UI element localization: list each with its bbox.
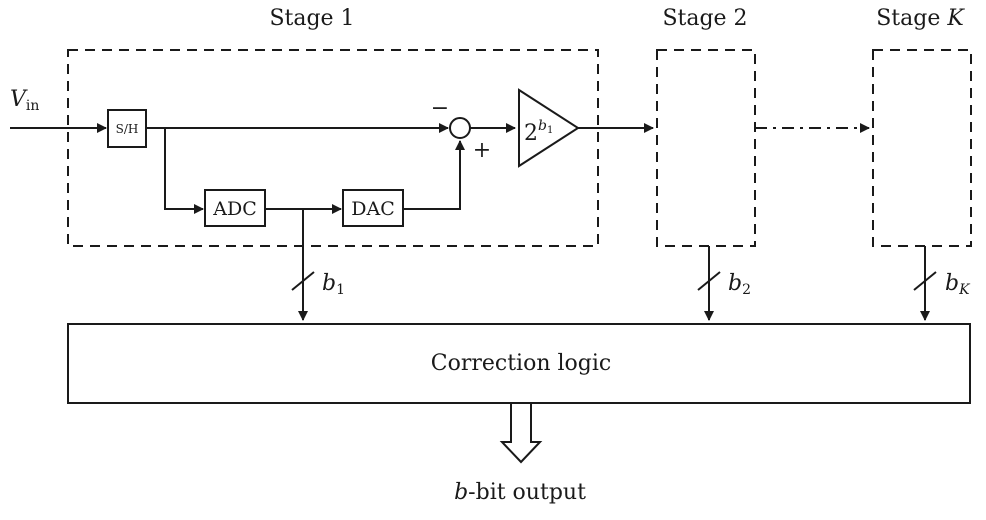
summer-plus-sign: + (473, 138, 491, 163)
adc-block (204, 189, 266, 227)
b2-bus-slash (697, 271, 721, 291)
sh-to-adc-arrow (164, 128, 204, 214)
stage-2-boundary (656, 49, 756, 247)
bk-bus-slash (913, 271, 937, 291)
dac-to-summer-arrow (403, 140, 465, 210)
b1-bus-slash (291, 271, 315, 291)
summer-minus-sign: − (431, 96, 449, 121)
correction-logic-block (67, 323, 971, 404)
adc-label: ADC (212, 198, 257, 220)
stage-k-boundary (872, 49, 972, 247)
b1-label: b1 (322, 271, 345, 298)
output-bus-arrow (499, 404, 543, 464)
sample-hold-label: S/H (116, 122, 139, 136)
summing-junction (449, 117, 471, 139)
bk-label: bK (945, 271, 971, 298)
stage-1-boundary (67, 49, 599, 247)
stage-k-label: Stage K (876, 6, 965, 31)
b2-label: b2 (728, 271, 751, 298)
stage-1-label: Stage 1 (269, 6, 354, 31)
correction-logic-label: Correction logic (431, 351, 611, 376)
stage-2-label: Stage 2 (662, 6, 747, 31)
dac-label: DAC (351, 198, 395, 220)
residue-amplifier (518, 88, 580, 168)
amplifier-gain-label: 2b1 (524, 118, 553, 146)
dac-block (342, 189, 404, 227)
output-label: b-bit output (454, 480, 586, 505)
input-label: Vin (10, 87, 39, 114)
